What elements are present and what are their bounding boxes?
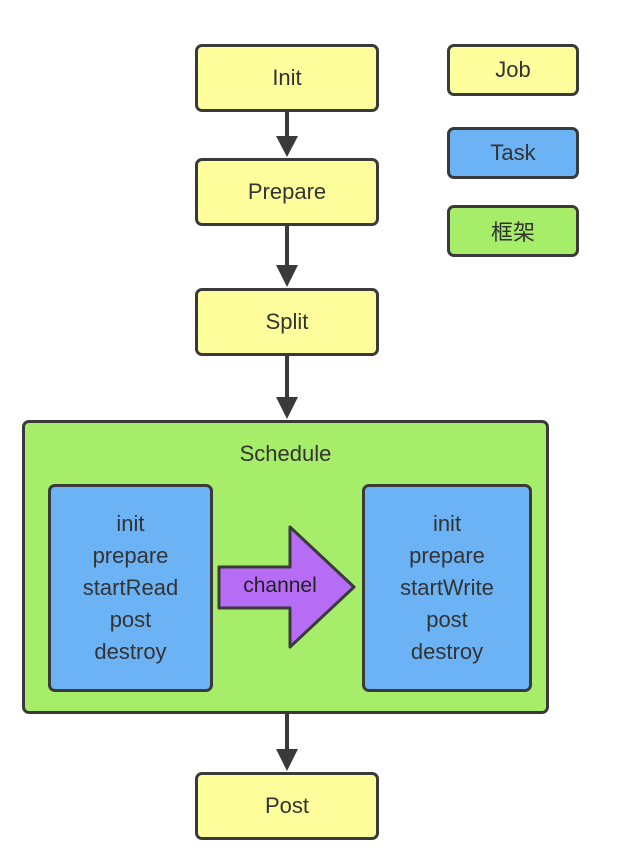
init-stage-label: Init [272,65,302,90]
writer-step: startWrite [400,575,494,600]
arrowhead-schedule-to-post [276,749,298,771]
post-stage-box: Post [195,772,379,840]
arrowhead-split-to-schedule [276,397,298,419]
reader-step: post [109,607,152,632]
prepare-stage-box: Prepare [195,158,379,226]
channel-arrow [217,525,356,649]
writer-step: post [426,607,468,632]
reader-step: init [116,511,145,536]
prepare-stage-label: Prepare [247,179,327,204]
init-stage-box: Init [195,44,379,112]
legend-task-swatch: Task [447,127,579,179]
split-stage-label: Split [265,309,309,334]
legend-job-swatch: Job [447,44,579,96]
post-stage-label: Post [264,793,310,818]
writer-step: init [432,511,462,536]
schedule-title: Schedule [239,441,332,466]
reader-step: startRead [82,575,179,600]
reader-task-box: init prepare startRead post destroy [48,484,213,692]
reader-step: prepare [92,543,169,568]
reader-step: destroy [94,639,167,664]
legend-framework-swatch: 框架 [447,205,579,257]
legend-job-label: Job [495,57,531,82]
split-stage-box: Split [195,288,379,356]
writer-step: prepare [409,543,485,568]
arrowhead-prepare-to-split [276,265,298,287]
writer-task-box: init prepare startWrite post destroy [362,484,532,692]
legend-task-label: Task [490,140,536,165]
writer-step: destroy [410,639,484,664]
arrowhead-init-to-prepare [276,136,298,157]
channel-label: channel [243,574,317,597]
legend-framework-label: 框架 [490,220,535,245]
